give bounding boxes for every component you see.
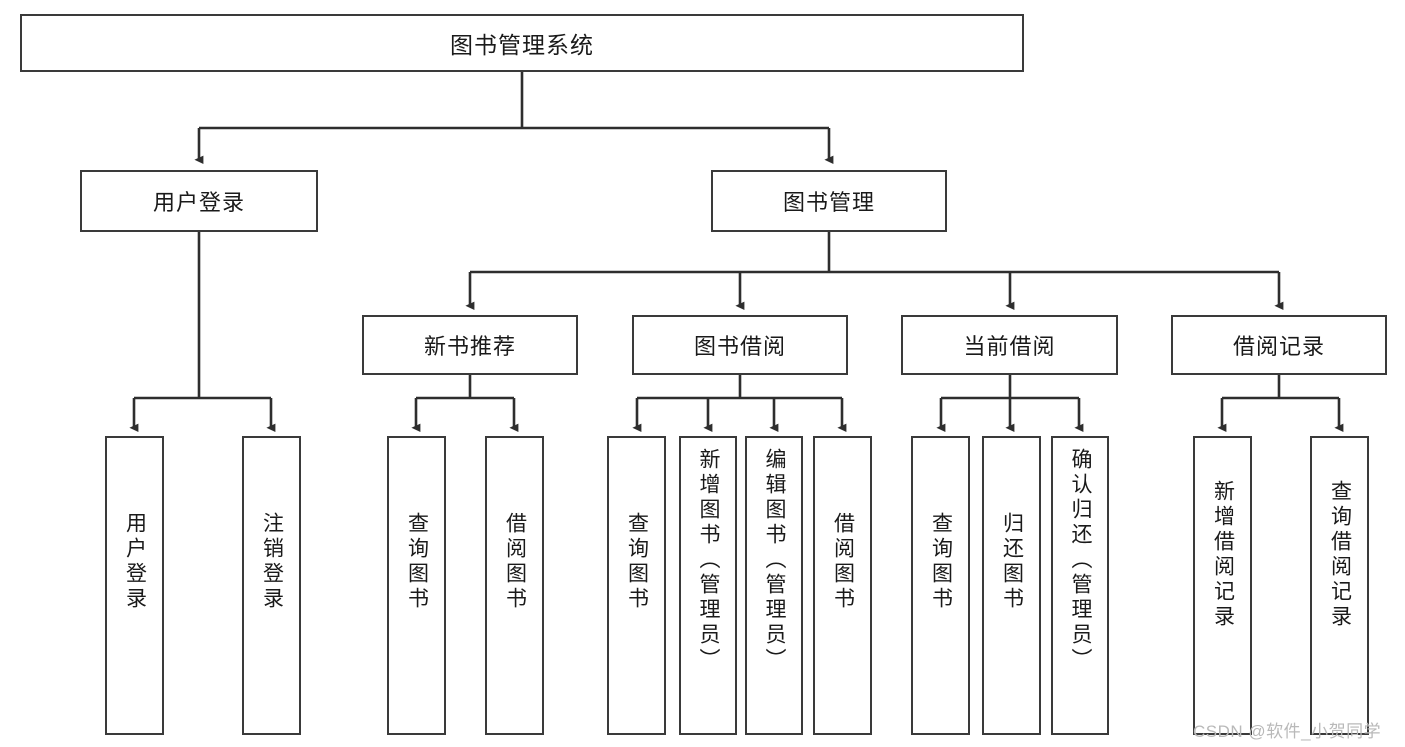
leaf-edit-book[interactable]: 编辑图书（管理员） (745, 436, 803, 735)
leaf-add-borrow-record[interactable]: 新增借阅记录 (1193, 436, 1252, 735)
node-label: 编辑图书（管理员） (763, 448, 787, 673)
leaf-return-book[interactable]: 归还图书 (982, 436, 1041, 735)
leaf-user-logout[interactable]: 注销登录 (242, 436, 301, 735)
node-label: 当前借阅 (963, 334, 1056, 359)
node-borrow-record[interactable]: 借阅记录 (1171, 315, 1387, 375)
leaf-add-book[interactable]: 新增图书（管理员） (679, 436, 737, 735)
leaf-query-book-current[interactable]: 查询图书 (911, 436, 970, 735)
node-label: 借阅图书 (831, 512, 855, 612)
node-new-book-recommend[interactable]: 新书推荐 (362, 315, 578, 375)
node-user-login[interactable]: 用户登录 (80, 170, 318, 232)
node-label: 借阅图书 (503, 512, 527, 612)
node-label: 新增图书（管理员） (697, 448, 721, 673)
node-label: 查询图书 (929, 512, 953, 612)
node-label: 用户登录 (152, 190, 245, 215)
node-label: 查询图书 (405, 512, 429, 612)
node-label: 查询图书 (625, 512, 649, 612)
node-label: 查询借阅记录 (1328, 480, 1352, 630)
node-label: 新书推荐 (423, 334, 516, 359)
node-book-borrow[interactable]: 图书借阅 (632, 315, 848, 375)
node-root-system[interactable]: 图书管理系统 (20, 14, 1024, 72)
node-label: 用户登录 (123, 512, 147, 612)
leaf-borrow-book[interactable]: 借阅图书 (813, 436, 872, 735)
leaf-confirm-return[interactable]: 确认归还（管理员） (1051, 436, 1109, 735)
node-book-manage[interactable]: 图书管理 (711, 170, 947, 232)
node-current-borrow[interactable]: 当前借阅 (901, 315, 1118, 375)
leaf-query-book-recommend[interactable]: 查询图书 (387, 436, 446, 735)
leaf-query-borrow-record[interactable]: 查询借阅记录 (1310, 436, 1369, 735)
node-label: 确认归还（管理员） (1069, 448, 1093, 673)
node-label: 新增借阅记录 (1211, 480, 1235, 630)
csdn-watermark: CSDN @软件_小贺同学 (1193, 722, 1382, 741)
node-label: 归还图书 (1000, 512, 1024, 612)
node-label: 注销登录 (260, 512, 284, 612)
node-label: 图书借阅 (693, 334, 786, 359)
node-label: 借阅记录 (1232, 334, 1325, 359)
node-label: 图书管理 (782, 190, 875, 215)
node-label: 图书管理系统 (450, 32, 594, 58)
leaf-query-book-borrow[interactable]: 查询图书 (607, 436, 666, 735)
leaf-user-login[interactable]: 用户登录 (105, 436, 164, 735)
leaf-borrow-book-recommend[interactable]: 借阅图书 (485, 436, 544, 735)
